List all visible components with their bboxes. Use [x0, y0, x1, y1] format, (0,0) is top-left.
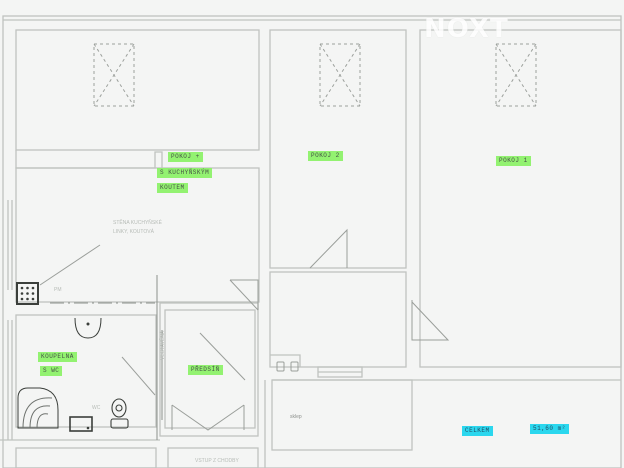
living-room-label-line3: KOUTEM	[157, 183, 188, 193]
skylight-living	[93, 43, 135, 107]
skylight-room1	[495, 43, 537, 107]
room-1-outline	[419, 29, 622, 368]
bathroom-label-line1: KOUPELNA	[38, 352, 77, 362]
wc-note: WC	[92, 405, 101, 411]
stove-icon	[16, 282, 39, 305]
outer-wall	[2, 15, 622, 468]
bathroom-label-line2: S WC	[40, 366, 63, 376]
living-room-upper	[15, 29, 260, 151]
room-2-label: POKOJ 2	[308, 151, 343, 161]
kitchen-note-line2: LINKY, KOUTOVÁ	[113, 229, 154, 235]
watermark-logo: NOXT	[424, 14, 509, 44]
pm-note: PM	[54, 287, 62, 293]
door-room1	[411, 300, 450, 341]
total-area-value: 51,60 m²	[530, 424, 569, 434]
skylight-room2	[319, 43, 361, 107]
living-room-label-line2: S KUCHYŇSKÝM	[157, 168, 213, 178]
door-entrance	[171, 404, 245, 431]
living-room-label-line1: POKOJ +	[168, 152, 203, 162]
shower-icon	[17, 387, 59, 429]
room-2-outline	[269, 29, 407, 269]
room-1-label: POKOJ 1	[496, 156, 531, 166]
hall-label: PŘEDSÍŇ	[188, 365, 223, 375]
total-area-label: CELKEM	[462, 426, 493, 436]
entrance-note: VSTUP Z CHODBY	[195, 458, 239, 464]
kitchen-note-line1: STĚNA KUCHYŇSKÉ	[113, 220, 162, 226]
hall-side-note: VESTAVĚNÁ	[160, 330, 166, 360]
door-room2	[309, 228, 348, 269]
washbasin-icon	[74, 317, 102, 339]
cellar-label: sklep	[290, 414, 302, 420]
door-living	[230, 279, 259, 310]
toilet-icon	[110, 398, 129, 429]
sink-icon	[69, 416, 93, 432]
